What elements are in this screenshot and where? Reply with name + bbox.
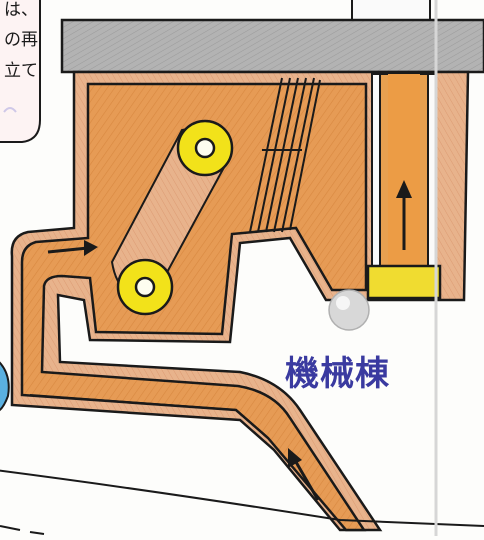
return-duct	[29, 394, 267, 437]
knob-icon	[328, 289, 370, 331]
blue-object	[0, 361, 10, 412]
filter-unit	[249, 77, 321, 233]
arrow-right-icon	[47, 240, 98, 256]
upper-pulley	[176, 119, 234, 177]
speech-bubble-line-3: 立て	[4, 61, 38, 81]
arrow-up-left-icon	[288, 448, 320, 501]
speech-bubble-line-1: は、	[4, 0, 38, 20]
speech-bubble-dots	[3, 107, 17, 113]
lower-pulley	[116, 258, 174, 316]
speech-bubble	[0, 0, 41, 143]
damper-block	[366, 264, 442, 300]
duct-chamber	[20, 82, 368, 532]
roof-slab	[60, 18, 484, 74]
speech-bubble-line-2: の再	[4, 30, 38, 50]
ground-line	[0, 469, 484, 527]
ground-dashes	[0, 525, 45, 535]
arrow-up-icon	[396, 180, 412, 250]
machine-building-label: 機械棟	[285, 354, 390, 394]
